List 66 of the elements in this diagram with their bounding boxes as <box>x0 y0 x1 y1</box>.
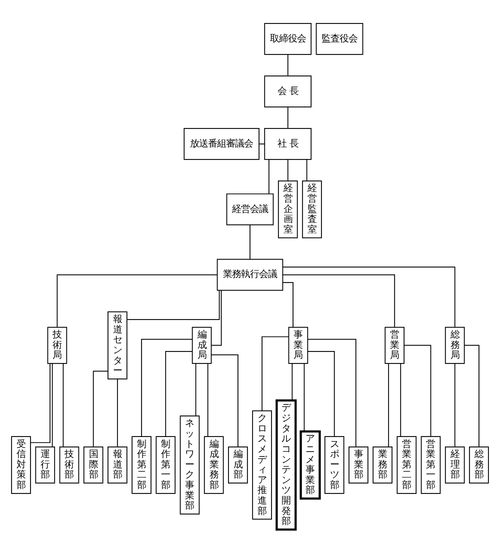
connector <box>165 350 193 437</box>
connector <box>282 274 396 328</box>
node-box: 総務部 <box>469 446 489 484</box>
node-box: 制作第二部 <box>132 436 152 494</box>
connector <box>268 159 270 194</box>
node-box: 営業第二部 <box>396 436 417 494</box>
node-box: 総務局 <box>444 326 465 364</box>
connector <box>307 350 335 437</box>
node-box: 編成局 <box>192 326 212 364</box>
connector <box>30 363 50 444</box>
connector <box>404 344 432 437</box>
node-box: 受信対策部 <box>11 436 31 494</box>
connector <box>307 338 356 448</box>
node-box: 業務部 <box>372 446 392 484</box>
node-box: 技術部 <box>59 446 80 484</box>
node-box: スポーツ部 <box>324 436 344 494</box>
connector <box>210 354 238 448</box>
connector <box>400 363 402 437</box>
node-box: 運行部 <box>35 446 56 484</box>
node-box: 報道部 <box>108 446 128 484</box>
connector <box>282 282 294 328</box>
node-box: 経理部 <box>444 446 465 484</box>
node-box: 監査役会 <box>316 23 364 55</box>
connector <box>464 344 480 448</box>
node-box: 編成業務部 <box>204 436 224 494</box>
connector <box>117 378 118 448</box>
node-box: 取締役会 <box>264 23 312 55</box>
connector <box>52 363 53 448</box>
connector <box>207 363 208 437</box>
connector <box>282 266 456 328</box>
node-box: 国際部 <box>83 446 104 484</box>
node-box: アニメ事業部 <box>300 430 321 500</box>
node-box: 事業部 <box>348 446 368 484</box>
node-box: 経営企画室 <box>278 180 298 238</box>
connector <box>388 363 389 448</box>
node-box: 放送番組審議会 <box>184 128 260 160</box>
node-box: 制作第一部 <box>156 436 176 494</box>
node-box: 技術局 <box>47 326 68 364</box>
node-box: クロスメディア推進部 <box>252 410 272 520</box>
connector <box>262 336 290 412</box>
connector <box>287 54 288 76</box>
connector <box>210 290 222 346</box>
node-box: 報道センター <box>108 311 128 380</box>
connector <box>287 106 288 129</box>
connector <box>126 290 220 320</box>
connector <box>62 363 64 448</box>
connector <box>195 363 196 416</box>
connector <box>56 274 218 328</box>
node-box: 営業局 <box>384 326 404 364</box>
connector <box>92 370 108 448</box>
node-box: 業務執行会議 <box>216 258 284 291</box>
node-box: 事業局 <box>288 326 308 364</box>
connector <box>292 363 293 401</box>
connector <box>306 159 308 182</box>
node-box: ネットワーク事業部 <box>180 416 200 514</box>
node-box: 社 長 <box>264 128 312 160</box>
connector <box>304 363 305 432</box>
connector <box>287 159 288 182</box>
connector <box>141 338 193 437</box>
node-box: 経営会議 <box>226 193 274 226</box>
node-box: 編成部 <box>228 446 248 484</box>
node-box: 営業第一部 <box>420 436 441 494</box>
node-box: 経営監査室 <box>302 180 322 238</box>
node-box: デジタルコンテンツ開発部 <box>276 399 297 531</box>
connector <box>454 363 456 448</box>
node-box: 会 長 <box>264 76 312 108</box>
